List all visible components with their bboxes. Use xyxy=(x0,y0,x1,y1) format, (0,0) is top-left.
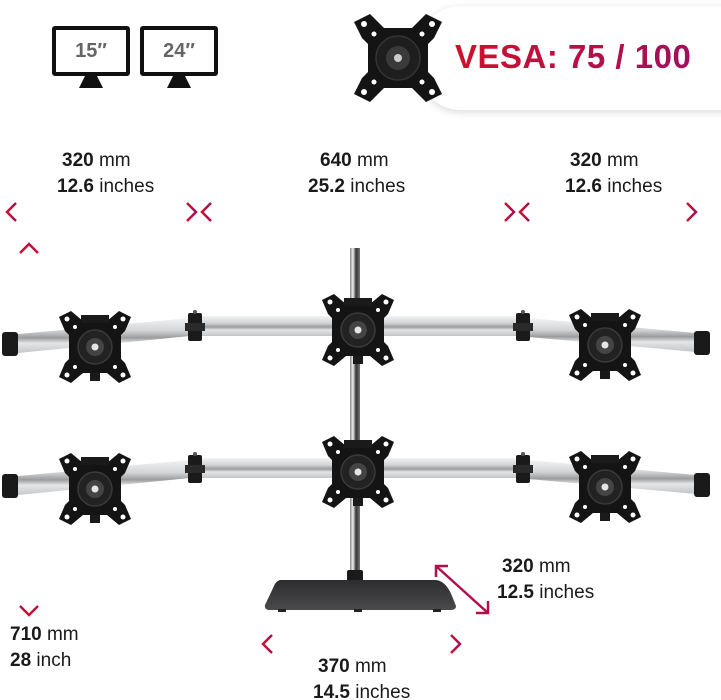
base-width-arrow xyxy=(261,634,462,654)
dim-unit: mm xyxy=(354,656,387,677)
dim-unit: mm xyxy=(606,150,639,171)
vesa-banner xyxy=(420,6,721,110)
top-left-width-arrow xyxy=(5,202,198,222)
monitor-stand-shape xyxy=(79,76,103,88)
dim-unit: mm xyxy=(46,624,79,645)
monitor-24-label: 24″ xyxy=(140,26,218,76)
height-arrow xyxy=(19,242,39,617)
dim-value: 320 xyxy=(502,556,534,577)
dim-value: 12.6 xyxy=(565,176,602,197)
dimension-height: 710 mm 28 inch xyxy=(10,622,79,674)
dimension-top-right: 320 mm 12.6 inches xyxy=(565,148,663,200)
dim-unit: inch xyxy=(36,650,72,671)
base-depth-arrow xyxy=(434,564,490,615)
dim-unit: inches xyxy=(99,176,155,197)
dim-value: 370 xyxy=(318,656,350,677)
dim-value: 320 xyxy=(62,150,94,171)
dim-value: 14.5 xyxy=(313,682,350,700)
center-pole xyxy=(350,248,360,608)
dim-unit: mm xyxy=(98,150,131,171)
lower-arm-row xyxy=(2,435,710,526)
dim-unit: mm xyxy=(538,556,571,577)
vesa-standard-label: VESA: 75 / 100 xyxy=(455,38,692,75)
dimension-base-depth: 320 mm 12.5 inches xyxy=(497,554,595,606)
top-right-width-arrow xyxy=(518,202,698,222)
dim-value: 320 xyxy=(570,150,602,171)
dim-unit: mm xyxy=(356,150,389,171)
stand-base xyxy=(264,580,456,610)
dim-value: 12.5 xyxy=(497,582,534,603)
dim-value: 710 xyxy=(10,624,42,645)
dim-value: 640 xyxy=(320,150,352,171)
dimension-top-center: 640 mm 25.2 inches xyxy=(308,148,406,200)
dim-unit: inches xyxy=(355,682,411,700)
monitor-stand-shape xyxy=(167,76,191,88)
dimension-base-width: 370 mm 14.5 inches xyxy=(313,654,411,700)
dim-value: 28 xyxy=(10,650,32,671)
dimension-top-left: 320 mm 12.6 inches xyxy=(57,148,155,200)
top-center-width-arrow xyxy=(200,202,516,222)
dim-value: 12.6 xyxy=(57,176,94,197)
upper-arm-row xyxy=(2,293,710,384)
monitor-15-icon: 15″ xyxy=(52,26,130,88)
monitor-15-label: 15″ xyxy=(52,26,130,76)
dim-unit: inches xyxy=(350,176,406,197)
dim-unit: inches xyxy=(607,176,663,197)
dim-unit: inches xyxy=(539,582,595,603)
monitor-24-icon: 24″ xyxy=(140,26,218,88)
dim-value: 25.2 xyxy=(308,176,345,197)
